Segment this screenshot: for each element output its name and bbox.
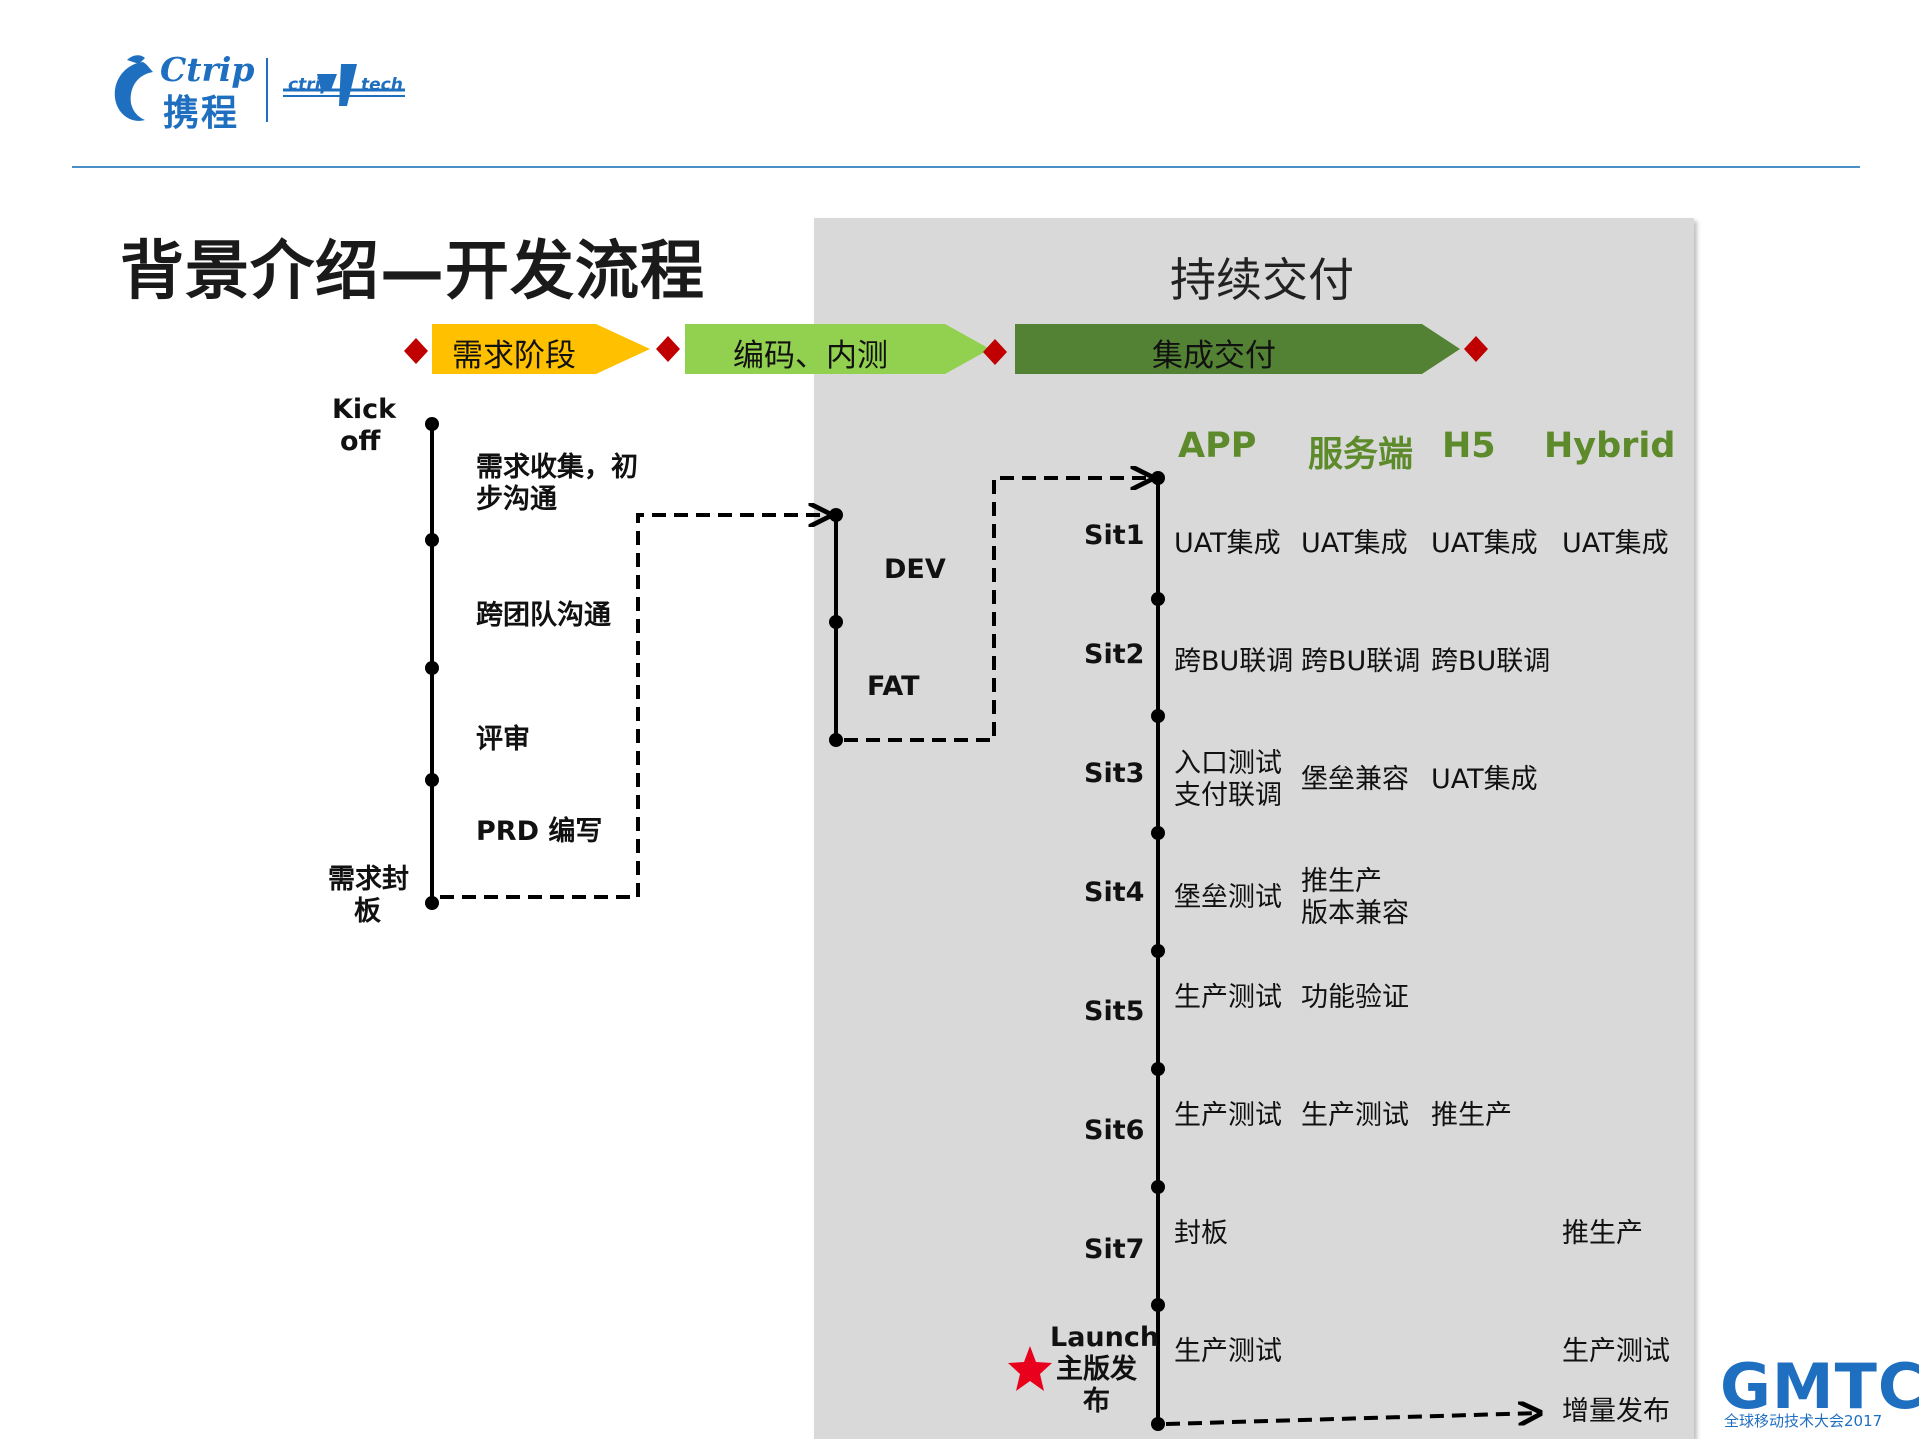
phase-arrow-coding [685, 324, 990, 374]
row-name-sit1: Sit1 [1084, 520, 1145, 551]
connector-requirement-to-dev [440, 515, 830, 899]
node [1151, 1298, 1165, 1312]
cell-sit1-server: UAT集成 [1301, 528, 1408, 559]
node [1151, 592, 1165, 606]
logo-tech-left: ctrip [288, 75, 333, 95]
node [425, 417, 439, 431]
req-step-2: 跨团队沟通 [476, 600, 611, 631]
dev-step-fat: FAT [867, 671, 920, 702]
phase-arrow-integration [1015, 324, 1460, 374]
node [1151, 944, 1165, 958]
node [1151, 471, 1165, 485]
req-step-3: 评审 [476, 724, 530, 755]
cell-sit4-server-line2: 版本兼容 [1301, 898, 1409, 929]
gmtc-logo: GMTC [1720, 1350, 1919, 1423]
header-rule [72, 166, 1860, 168]
phase-label-integration: 集成交付 [1152, 338, 1276, 374]
node [1151, 826, 1165, 840]
cell-sit6-app: 生产测试 [1174, 1100, 1282, 1131]
star-icon [1008, 1346, 1052, 1391]
row-name-sit3: Sit3 [1084, 758, 1145, 789]
phase-label-coding: 编码、内测 [733, 338, 888, 374]
node [1151, 1417, 1165, 1431]
incremental-release-label: 增量发布 [1562, 1396, 1670, 1427]
node [1151, 1062, 1165, 1076]
node [1151, 1180, 1165, 1194]
req-end-label-line1: 需求封 [328, 864, 409, 895]
logo-tech-right: tech [361, 75, 403, 95]
cell-launch-app: 生产测试 [1174, 1336, 1282, 1367]
panel-title: 持续交付 [1170, 253, 1354, 307]
node [425, 896, 439, 910]
cell-sit1-h5: UAT集成 [1431, 528, 1538, 559]
logo-brand-en: Ctrip [160, 50, 255, 89]
node [829, 615, 843, 629]
cell-sit5-server: 功能验证 [1301, 982, 1409, 1013]
row-name-sit5: Sit5 [1084, 996, 1145, 1027]
cell-sit3-server: 堡垒兼容 [1301, 764, 1409, 795]
cell-sit6-h5: 推生产 [1431, 1100, 1512, 1131]
node [425, 533, 439, 547]
node [425, 773, 439, 787]
page-title: 背景介绍—开发流程 [120, 235, 705, 309]
row-name-launch-line1: Launch [1050, 1322, 1160, 1353]
row-name-sit6: Sit6 [1084, 1115, 1145, 1146]
cell-sit1-hybrid: UAT集成 [1562, 528, 1669, 559]
cell-sit7-hybrid: 推生产 [1562, 1218, 1643, 1249]
row-name-sit7: Sit7 [1084, 1234, 1145, 1265]
cell-sit6-server: 生产测试 [1301, 1100, 1409, 1131]
cell-sit5-app: 生产测试 [1174, 982, 1282, 1013]
kickoff-label-line2: off [340, 426, 381, 457]
cell-sit3-h5: UAT集成 [1431, 764, 1538, 795]
row-name-launch-line3: 布 [1083, 1386, 1110, 1417]
cell-sit7-app: 封板 [1174, 1218, 1228, 1249]
req-step-4: PRD 编写 [476, 816, 603, 847]
node [1151, 709, 1165, 723]
row-name-launch-line2: 主版发 [1056, 1354, 1137, 1385]
req-step-1-line2: 步沟通 [476, 484, 557, 515]
cell-sit2-h5: 跨BU联调 [1431, 646, 1551, 677]
cell-sit4-server-line1: 推生产 [1301, 866, 1382, 897]
connector-incremental-release [1165, 1413, 1540, 1426]
dev-step-dev: DEV [884, 554, 946, 585]
cell-sit3-app-line1: 入口测试 [1174, 748, 1282, 779]
kickoff-label-line1: Kick [332, 394, 397, 425]
column-header-server: 服务端 [1308, 435, 1414, 475]
cell-sit2-server: 跨BU联调 [1301, 646, 1421, 677]
phase-label-requirement: 需求阶段 [452, 338, 576, 374]
cell-sit3-app-line2: 支付联调 [1174, 780, 1282, 811]
column-header-hybrid: Hybrid [1544, 426, 1676, 466]
cell-sit2-app: 跨BU联调 [1174, 646, 1294, 677]
cell-sit4-app: 堡垒测试 [1174, 882, 1282, 913]
continuous-delivery-panel [814, 218, 1694, 1439]
phase-marker-3 [983, 339, 1007, 365]
node [829, 733, 843, 747]
gmtc-subtitle: 全球移动技术大会2017 [1724, 1412, 1883, 1430]
phase-marker-2 [656, 336, 680, 362]
ctrip-logo [114, 55, 405, 122]
cell-launch-hybrid: 生产测试 [1562, 1336, 1670, 1367]
phase-marker-1 [404, 338, 428, 364]
row-name-sit4: Sit4 [1084, 877, 1145, 908]
req-step-1-line1: 需求收集，初 [476, 452, 638, 483]
cell-sit1-app: UAT集成 [1174, 528, 1281, 559]
dolphin-icon [114, 62, 153, 121]
column-header-app: APP [1178, 426, 1257, 466]
node [425, 661, 439, 675]
phase-arrow-requirement [432, 324, 650, 374]
connector-dev-to-integration [844, 478, 1152, 742]
row-name-sit2: Sit2 [1084, 639, 1145, 670]
logo-brand-cn: 携程 [163, 93, 240, 134]
node [829, 508, 843, 522]
req-end-label-line2: 板 [354, 896, 381, 927]
column-header-h5: H5 [1442, 426, 1496, 466]
phase-marker-4 [1464, 336, 1488, 362]
